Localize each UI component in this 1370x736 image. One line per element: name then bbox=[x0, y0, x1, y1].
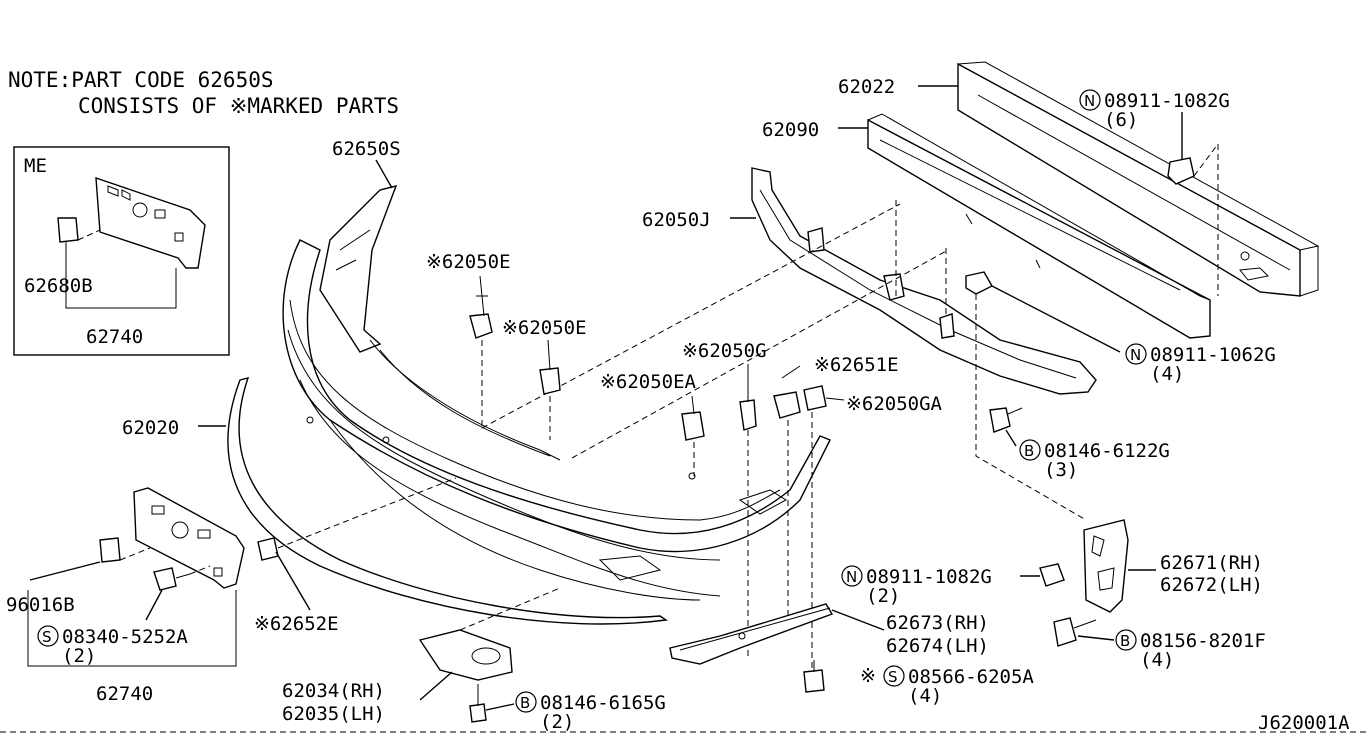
cap-62652e: ※62652E bbox=[254, 477, 457, 635]
bolt-08146-6165g: B 08146-6165G (2) bbox=[469, 684, 666, 733]
inset-part-62680b: 62680B bbox=[24, 275, 93, 297]
screw-08340-5252a: S 08340-5252A (2) bbox=[37, 625, 188, 667]
svg-text:08911-1082G: 08911-1082G bbox=[1104, 90, 1230, 112]
svg-text:(3): (3) bbox=[1044, 459, 1078, 481]
screw-08566-6205a: ※ S 08566-6205A (4) bbox=[803, 660, 1034, 707]
nut-08911-1082g-mid: N 08911-1082G (2) bbox=[841, 563, 1065, 607]
svg-text:08911-1062G: 08911-1062G bbox=[1150, 344, 1276, 366]
bolt-08156-8201f: B 08156-8201F (4) bbox=[1053, 617, 1266, 671]
molding-62020 bbox=[227, 377, 668, 625]
svg-text:(2): (2) bbox=[540, 711, 574, 733]
svg-text:62673(RH): 62673(RH) bbox=[886, 612, 989, 634]
inset-box-me: ME 62680B 62740 bbox=[13, 146, 230, 356]
svg-text:(4): (4) bbox=[1150, 363, 1184, 385]
bumper-fascia-62650s bbox=[282, 184, 831, 601]
inset-part-62740: 62740 bbox=[86, 326, 143, 348]
svg-text:(4): (4) bbox=[1140, 649, 1174, 671]
svg-text:08340-5252A: 08340-5252A bbox=[62, 626, 188, 648]
svg-text:(2): (2) bbox=[866, 585, 900, 607]
svg-text:N: N bbox=[1084, 92, 1095, 110]
bracket-62034: 62034(RH) 62035(LH) bbox=[282, 587, 561, 725]
nut-08911-1062g: N 08911-1062G (4) bbox=[965, 271, 1276, 385]
clip-62050g: ※62050G bbox=[682, 340, 767, 660]
svg-text:N: N bbox=[1130, 346, 1141, 364]
svg-text:※: ※ bbox=[860, 665, 876, 687]
clip-62651e: ※62651E bbox=[773, 354, 899, 620]
svg-text:S: S bbox=[42, 628, 52, 646]
svg-text:62034(RH): 62034(RH) bbox=[282, 680, 385, 702]
note-line-1: NOTE:PART CODE 62650S bbox=[8, 68, 274, 92]
clip-62050ga: ※62050GA bbox=[803, 385, 943, 668]
svg-text:B: B bbox=[520, 694, 530, 712]
label-62022: 62022 bbox=[838, 76, 895, 98]
label-62650s: 62650S bbox=[332, 138, 401, 160]
bolt-08146-6122g: B 08146-6122G (3) bbox=[989, 407, 1170, 481]
absorber-62090 bbox=[867, 113, 1211, 339]
label-96016b: 96016B bbox=[6, 594, 75, 616]
svg-text:(4): (4) bbox=[908, 685, 942, 707]
label-62020: 62020 bbox=[122, 417, 179, 439]
label-62740-bottom: 62740 bbox=[96, 683, 153, 705]
inset-title: ME bbox=[24, 155, 47, 177]
svg-text:※62652E: ※62652E bbox=[254, 613, 339, 635]
svg-text:※62050EA: ※62050EA bbox=[600, 371, 697, 393]
license-bracket-62740 bbox=[99, 487, 245, 591]
svg-text:62671(RH): 62671(RH) bbox=[1160, 552, 1263, 574]
reinforcement-62022 bbox=[957, 61, 1320, 297]
svg-text:※62050E: ※62050E bbox=[502, 317, 587, 339]
svg-text:62035(LH): 62035(LH) bbox=[282, 703, 385, 725]
note-line-2: CONSISTS OF ※MARKED PARTS bbox=[78, 94, 399, 118]
svg-text:※62050E: ※62050E bbox=[426, 251, 511, 273]
svg-text:(2): (2) bbox=[62, 645, 96, 667]
bracket-62673: 62673(RH) 62674(LH) bbox=[669, 603, 989, 665]
svg-text:B: B bbox=[1024, 442, 1034, 460]
svg-text:62672(LH): 62672(LH) bbox=[1160, 574, 1263, 596]
label-62090: 62090 bbox=[762, 119, 819, 141]
label-62050j: 62050J bbox=[642, 209, 711, 231]
clip-62050e-2: ※62050E bbox=[502, 317, 587, 440]
clip-62050ea: ※62050EA bbox=[600, 371, 705, 476]
svg-text:08146-6122G: 08146-6122G bbox=[1044, 440, 1170, 462]
svg-text:08911-1082G: 08911-1082G bbox=[866, 566, 992, 588]
svg-text:08146-6165G: 08146-6165G bbox=[540, 692, 666, 714]
svg-text:※62651E: ※62651E bbox=[814, 354, 899, 376]
svg-text:N: N bbox=[846, 568, 857, 586]
diagram-id: J620001A bbox=[1258, 712, 1350, 734]
clip-62050e-1: ※62050E bbox=[426, 251, 511, 426]
svg-text:(6): (6) bbox=[1104, 109, 1138, 131]
svg-text:62674(LH): 62674(LH) bbox=[886, 635, 989, 657]
svg-text:S: S bbox=[888, 668, 898, 686]
svg-text:08156-8201F: 08156-8201F bbox=[1140, 630, 1266, 652]
bracket-62671: 62671(RH) 62672(LH) bbox=[1083, 519, 1263, 613]
svg-text:B: B bbox=[1120, 632, 1130, 650]
svg-text:08566-6205A: 08566-6205A bbox=[908, 666, 1034, 688]
nut-08911-1082g-top: N 08911-1082G (6) bbox=[1079, 89, 1230, 185]
svg-text:※62050GA: ※62050GA bbox=[846, 393, 943, 415]
svg-text:※62050G: ※62050G bbox=[682, 340, 767, 362]
member-62050j bbox=[751, 167, 1097, 395]
